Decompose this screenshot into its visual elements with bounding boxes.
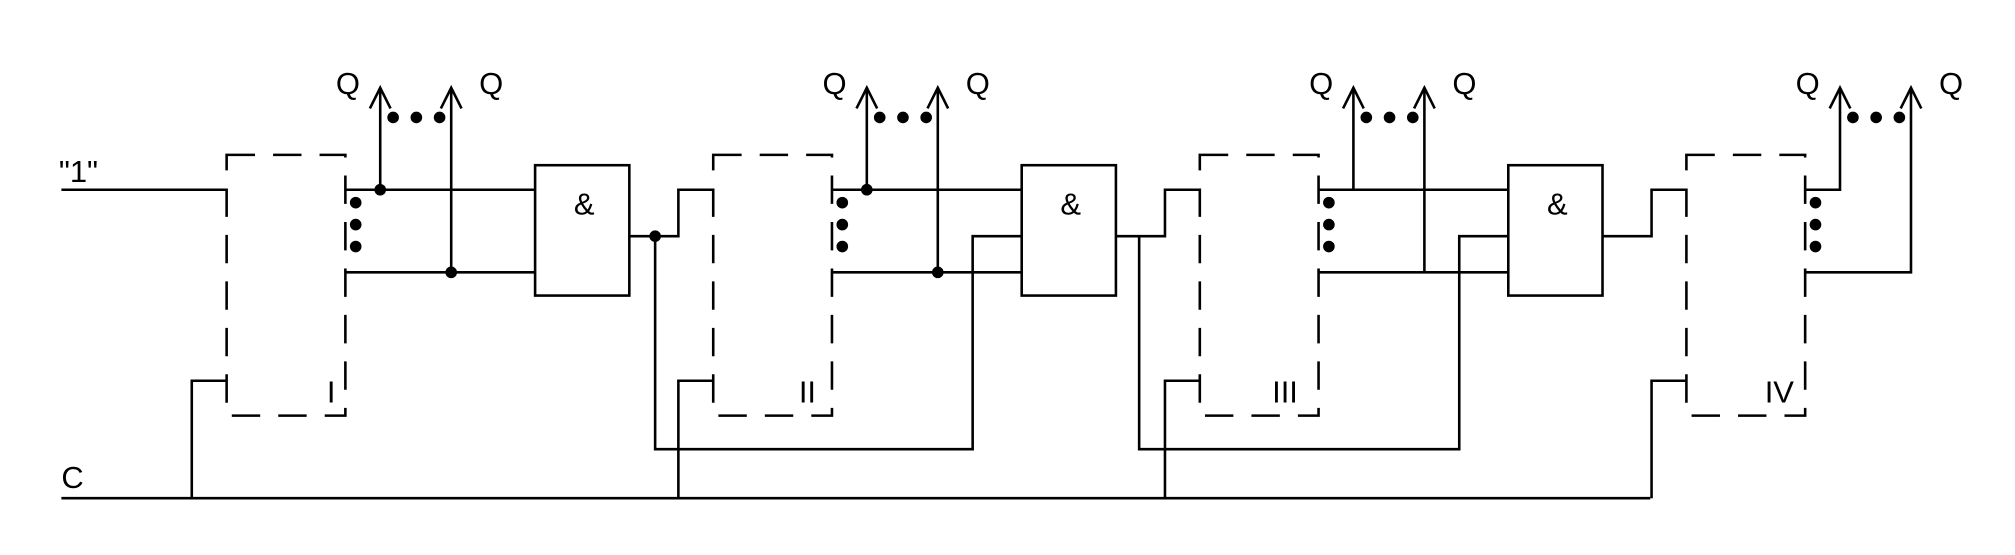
output-labels: Q Q Q Q Q Q Q Q: [336, 66, 1963, 101]
clock-label: C: [61, 460, 83, 495]
stage-numeral-1: I: [327, 375, 336, 410]
stage-3-wiring: [1163, 84, 1509, 499]
and-gate-2: [1020, 163, 1118, 297]
output-label: Q: [1939, 66, 1963, 101]
gate-1-output-wiring: [629, 188, 1022, 451]
gate-2-output-wiring: [1115, 188, 1509, 451]
stage-numeral-2: II: [799, 375, 816, 410]
output-label: Q: [479, 66, 503, 101]
stage-block-2: [711, 153, 834, 417]
stage-output-ellipsis-dots: [349, 196, 1822, 253]
stage-blocks: [225, 153, 1807, 417]
gate-3-output-wiring: [1602, 188, 1687, 238]
and-gate-1: [533, 163, 631, 297]
and-gate-3-label: &: [1547, 186, 1568, 221]
stage-block-4: [1685, 153, 1807, 417]
stage-4-wiring: [1650, 84, 1923, 499]
output-ellipsis-dots: [387, 111, 1906, 124]
and-gate-3: [1507, 163, 1604, 297]
output-label: Q: [1796, 66, 1820, 101]
output-label: Q: [822, 66, 846, 101]
stage-numeral-3: III: [1272, 375, 1298, 410]
stage-block-1: [225, 153, 347, 417]
output-label: Q: [966, 66, 990, 101]
and-gates: [533, 163, 1604, 297]
stage-1-wiring: [190, 84, 536, 499]
stage-block-3: [1198, 153, 1320, 417]
and-gate-2-label: &: [1060, 186, 1081, 221]
stage-2-wiring: [677, 84, 1022, 499]
stage-numeral-4: IV: [1765, 375, 1795, 410]
output-label: Q: [336, 66, 360, 101]
input-lines: [61, 188, 1651, 500]
output-label: Q: [1452, 66, 1476, 101]
input-one-label: "1": [59, 154, 98, 189]
output-label: Q: [1309, 66, 1333, 101]
and-gate-1-label: &: [574, 186, 595, 221]
